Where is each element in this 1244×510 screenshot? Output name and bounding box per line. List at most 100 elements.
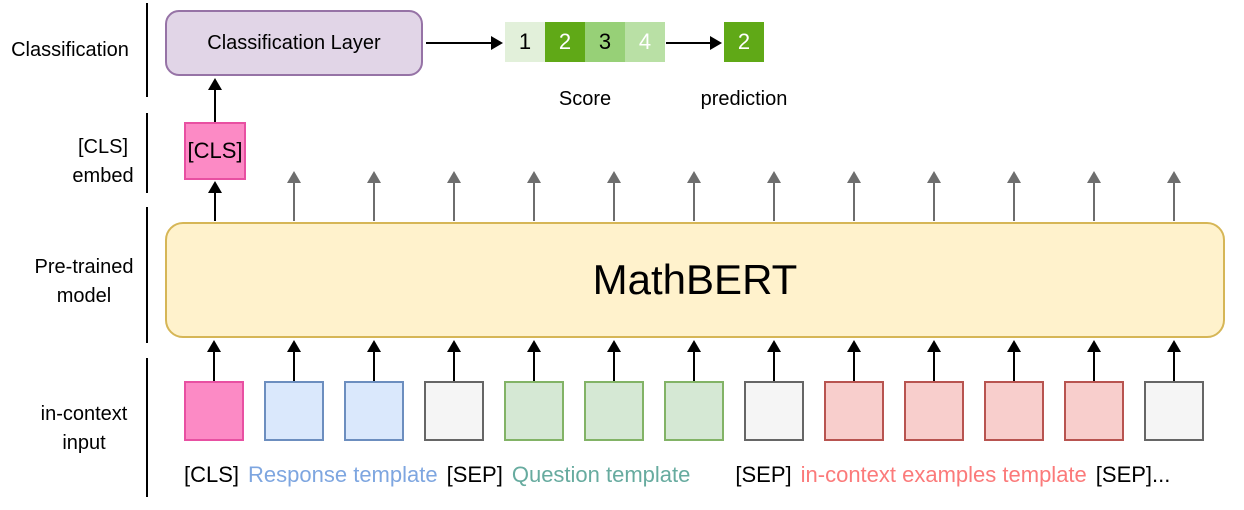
arrowhead-up-icon bbox=[367, 340, 381, 352]
arrow-shaft bbox=[693, 180, 695, 221]
model-input-arrow-3 bbox=[447, 340, 461, 381]
caption-segment: [SEP]... bbox=[1095, 462, 1171, 487]
arrow-shaft bbox=[1173, 180, 1175, 221]
model-output-arrow-5 bbox=[607, 171, 621, 221]
prediction-caption: prediction bbox=[700, 88, 788, 110]
arrowhead-up-icon bbox=[287, 340, 301, 352]
token-box-question-6 bbox=[664, 381, 724, 441]
token-box-question-4 bbox=[504, 381, 564, 441]
arrowhead-up-icon bbox=[207, 340, 221, 352]
section-rule-pretrained bbox=[146, 207, 148, 343]
arrowhead-up-icon bbox=[1087, 340, 1101, 352]
arrowhead-up-icon bbox=[847, 340, 861, 352]
token-box-sep-12 bbox=[1144, 381, 1204, 441]
model-output-arrow-6 bbox=[687, 171, 701, 221]
arrowhead-up-icon bbox=[767, 171, 781, 183]
section-label-cls-embed-line2: embed bbox=[72, 165, 134, 187]
model-output-arrow-2 bbox=[367, 171, 381, 221]
arrow-shaft bbox=[453, 349, 455, 381]
model-output-arrow-9 bbox=[927, 171, 941, 221]
arrow-shaft bbox=[666, 42, 713, 44]
arrow-shaft bbox=[214, 190, 216, 221]
caption-segment: [SEP] bbox=[446, 462, 503, 487]
arrow-shaft bbox=[853, 180, 855, 221]
model-input-arrow-8 bbox=[847, 340, 861, 381]
section-label-cls-embed: [CLS] embed bbox=[23, 133, 183, 191]
arrowhead-up-icon bbox=[527, 171, 541, 183]
prediction-cell: 2 bbox=[724, 22, 764, 62]
model-input-arrow-4 bbox=[527, 340, 541, 381]
section-label-cls-embed-line1: [CLS] bbox=[77, 136, 129, 158]
mathbert-model-box: MathBERT bbox=[165, 222, 1225, 338]
arrowhead-up-icon bbox=[1007, 340, 1021, 352]
token-box-response-1 bbox=[264, 381, 324, 441]
model-output-arrow-10 bbox=[1007, 171, 1021, 221]
score-cell-4: 4 bbox=[625, 22, 665, 62]
arrow-shaft bbox=[613, 349, 615, 381]
caption-segment: Response template bbox=[248, 462, 438, 487]
arrowhead-up-icon bbox=[367, 171, 381, 183]
caption-segment: in-context examples template bbox=[800, 462, 1087, 487]
model-input-arrow-9 bbox=[927, 340, 941, 381]
arrow-score-to-prediction bbox=[666, 36, 722, 50]
arrowhead-up-icon bbox=[607, 340, 621, 352]
arrowhead-up-icon bbox=[847, 171, 861, 183]
arrow-shaft bbox=[1173, 349, 1175, 381]
arrow-shaft bbox=[853, 349, 855, 381]
arrow-shaft bbox=[1013, 180, 1015, 221]
score-cell-3: 3 bbox=[585, 22, 625, 62]
arrow-shaft bbox=[373, 180, 375, 221]
score-cell-1: 1 bbox=[505, 22, 545, 62]
model-input-arrow-11 bbox=[1087, 340, 1101, 381]
model-output-arrow-4 bbox=[527, 171, 541, 221]
model-output-arrow-1 bbox=[287, 171, 301, 221]
arrowhead-up-icon bbox=[767, 340, 781, 352]
model-input-arrow-12 bbox=[1167, 340, 1181, 381]
section-rule-classification bbox=[146, 3, 148, 97]
token-box-response-2 bbox=[344, 381, 404, 441]
arrowhead-up-icon bbox=[1007, 171, 1021, 183]
token-box-example-10 bbox=[984, 381, 1044, 441]
model-input-arrow-1 bbox=[287, 340, 301, 381]
arrow-layer-to-score bbox=[426, 36, 503, 50]
arrowhead-up-icon bbox=[447, 340, 461, 352]
score-caption: Score bbox=[558, 88, 612, 110]
arrowhead-up-icon bbox=[208, 181, 222, 193]
score-cell-2: 2 bbox=[545, 22, 585, 62]
token-box-example-9 bbox=[904, 381, 964, 441]
arrow-shaft bbox=[613, 180, 615, 221]
model-input-arrow-5 bbox=[607, 340, 621, 381]
section-rule-cls-embed bbox=[146, 113, 148, 193]
arrow-shaft bbox=[533, 180, 535, 221]
arrow-shaft bbox=[1093, 349, 1095, 381]
arrowhead-up-icon bbox=[1087, 171, 1101, 183]
arrow-shaft bbox=[773, 180, 775, 221]
token-box-example-11 bbox=[1064, 381, 1124, 441]
token-box-sep-7 bbox=[744, 381, 804, 441]
input-caption: [CLS] Response template [SEP] Question temp… bbox=[184, 462, 1170, 488]
token-box-sep-3 bbox=[424, 381, 484, 441]
caption-segment: [SEP] bbox=[735, 462, 792, 487]
token-box-cls-0 bbox=[184, 381, 244, 441]
section-label-pretrained: Pre-trained model bbox=[4, 253, 164, 311]
caption-segment: Question template bbox=[511, 462, 691, 487]
arrow-shaft bbox=[293, 180, 295, 221]
model-output-arrow-7 bbox=[767, 171, 781, 221]
model-input-arrow-2 bbox=[367, 340, 381, 381]
section-label-incontext-line1: in-context bbox=[40, 403, 128, 425]
section-label-incontext: in-context input bbox=[4, 400, 164, 458]
arrowhead-up-icon bbox=[527, 340, 541, 352]
arrow-shaft bbox=[373, 349, 375, 381]
section-label-incontext-line2: input bbox=[62, 432, 106, 454]
section-rule-incontext bbox=[146, 358, 148, 497]
arrow-shaft bbox=[533, 349, 535, 381]
model-input-arrow-6 bbox=[687, 340, 701, 381]
arrow-shaft bbox=[214, 87, 216, 122]
model-input-arrow-10 bbox=[1007, 340, 1021, 381]
token-box-question-5 bbox=[584, 381, 644, 441]
arrow-shaft bbox=[213, 349, 215, 381]
caption-segment: [CLS] bbox=[184, 462, 240, 487]
arrow-shaft bbox=[293, 349, 295, 381]
